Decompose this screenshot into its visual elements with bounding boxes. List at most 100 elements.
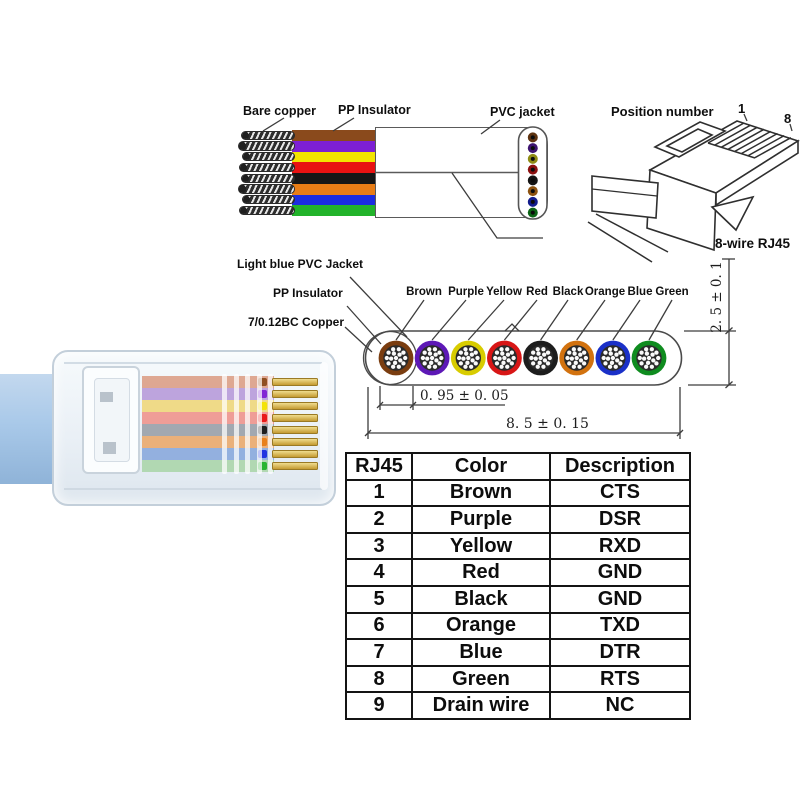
light-blue-cable — [0, 374, 58, 484]
twist-end-cap — [239, 142, 246, 150]
photo-gold-pin — [272, 462, 318, 470]
wire-color-label-orange: Orange — [584, 286, 626, 298]
pinout-header-color: Color — [411, 452, 551, 481]
photo-stripe-red — [142, 412, 274, 424]
photo-wire-end-dot — [258, 414, 267, 422]
photo-wire-end-dot — [258, 426, 267, 434]
latch-notch-top — [100, 392, 113, 402]
position-number-label: Position number — [611, 104, 714, 119]
pin-number: 3 — [345, 531, 413, 561]
twist-end-cap — [243, 153, 250, 161]
photo-stripe-yellow — [142, 400, 274, 412]
pin-number: 2 — [345, 505, 413, 534]
photo-wire-end-dot — [258, 390, 267, 398]
pp-insulator-label: PP Insulator — [338, 103, 411, 117]
pin-number: 7 — [345, 638, 413, 667]
photo-comb-divider — [222, 374, 227, 474]
dim-height-text: 2. 5 ± 0. 1 — [709, 261, 725, 333]
ribbon-band-brown — [292, 130, 375, 141]
ribbon-band-purple — [292, 140, 375, 152]
signal-description: GND — [549, 558, 691, 587]
bare-copper-twist — [242, 195, 295, 205]
ribbon-band-green — [292, 205, 375, 217]
twist-end-cap — [239, 185, 246, 193]
ribbon-band-black — [292, 173, 375, 184]
photo-stripe-orange — [142, 436, 274, 448]
photo-gold-pin — [272, 426, 318, 434]
pin-number: 5 — [345, 584, 413, 614]
bare-copper-twist — [239, 162, 295, 173]
signal-description: RTS — [549, 664, 691, 694]
pinout-header-description: Description — [549, 452, 691, 481]
ribbon-band-orange — [292, 183, 375, 195]
wire-color-label-red: Red — [526, 286, 548, 298]
wire-color: Blue — [411, 638, 551, 667]
pin-number: 6 — [345, 611, 413, 641]
photo-stripe-purple — [142, 388, 274, 400]
twist-end-cap — [242, 131, 249, 139]
photo-stripe-green — [142, 460, 274, 472]
photo-comb-divider — [233, 374, 239, 474]
ribbon-band-yellow — [292, 151, 375, 163]
photo-gold-pin — [272, 402, 318, 410]
bare-copper-twist — [239, 205, 295, 216]
pin-number: 9 — [345, 691, 413, 720]
wire-color-label-green: Green — [655, 286, 689, 298]
bare-copper-twist — [238, 141, 295, 151]
photo-wire-end-dot — [258, 402, 267, 410]
wire-color-label-brown: Brown — [406, 286, 442, 298]
bare-copper-twist — [242, 152, 295, 162]
signal-description: DTR — [549, 638, 691, 667]
photo-gold-pin — [272, 390, 318, 398]
wire-color-label-purple: Purple — [448, 286, 484, 298]
twist-end-cap — [242, 174, 249, 182]
photo-wire-end-dot — [258, 378, 267, 386]
pin-number: 1 — [345, 478, 413, 508]
eight-wire-rj45-caption: 8-wire RJ45 — [715, 236, 791, 251]
pin-8-label: 8 — [784, 111, 792, 126]
photo-comb-divider — [256, 374, 262, 474]
wire-color-label-black: Black — [552, 286, 584, 298]
ribbon-band-blue — [292, 194, 375, 206]
photo-stripe-brown — [142, 376, 274, 388]
wire-color: Red — [411, 558, 551, 587]
wire-color: Purple — [411, 505, 551, 534]
pin-number: 8 — [345, 664, 413, 694]
connector-inner-top-edge — [64, 362, 322, 364]
connector-front-highlight — [320, 362, 328, 490]
bare-copper-label: Bare copper — [243, 104, 316, 118]
latch-notch-bottom — [103, 442, 116, 454]
pin-number: 4 — [345, 558, 413, 587]
dim-width-text: 8. 5 ± 0. 15 — [506, 416, 589, 432]
signal-description: RXD — [549, 531, 691, 561]
ribbon-band-red — [292, 162, 375, 174]
wire-color-label-yellow: Yellow — [486, 286, 522, 298]
twist-end-cap — [243, 196, 250, 204]
photo-gold-pin — [272, 378, 318, 386]
photo-comb-divider — [268, 374, 273, 474]
photo-stripe-blue — [142, 448, 274, 460]
pp-insulator-callout-label: PP Insulator — [273, 286, 343, 300]
twist-end-cap — [240, 163, 247, 172]
wire-color: Green — [411, 664, 551, 694]
twist-end-cap — [240, 206, 247, 215]
wire-color: Black — [411, 584, 551, 614]
bare-copper-twist — [238, 184, 295, 194]
photo-gold-pin — [272, 414, 318, 422]
photo-gold-pin — [272, 450, 318, 458]
signal-description: CTS — [549, 478, 691, 508]
photo-wire-end-dot — [258, 462, 267, 470]
wire-color: Brown — [411, 478, 551, 508]
